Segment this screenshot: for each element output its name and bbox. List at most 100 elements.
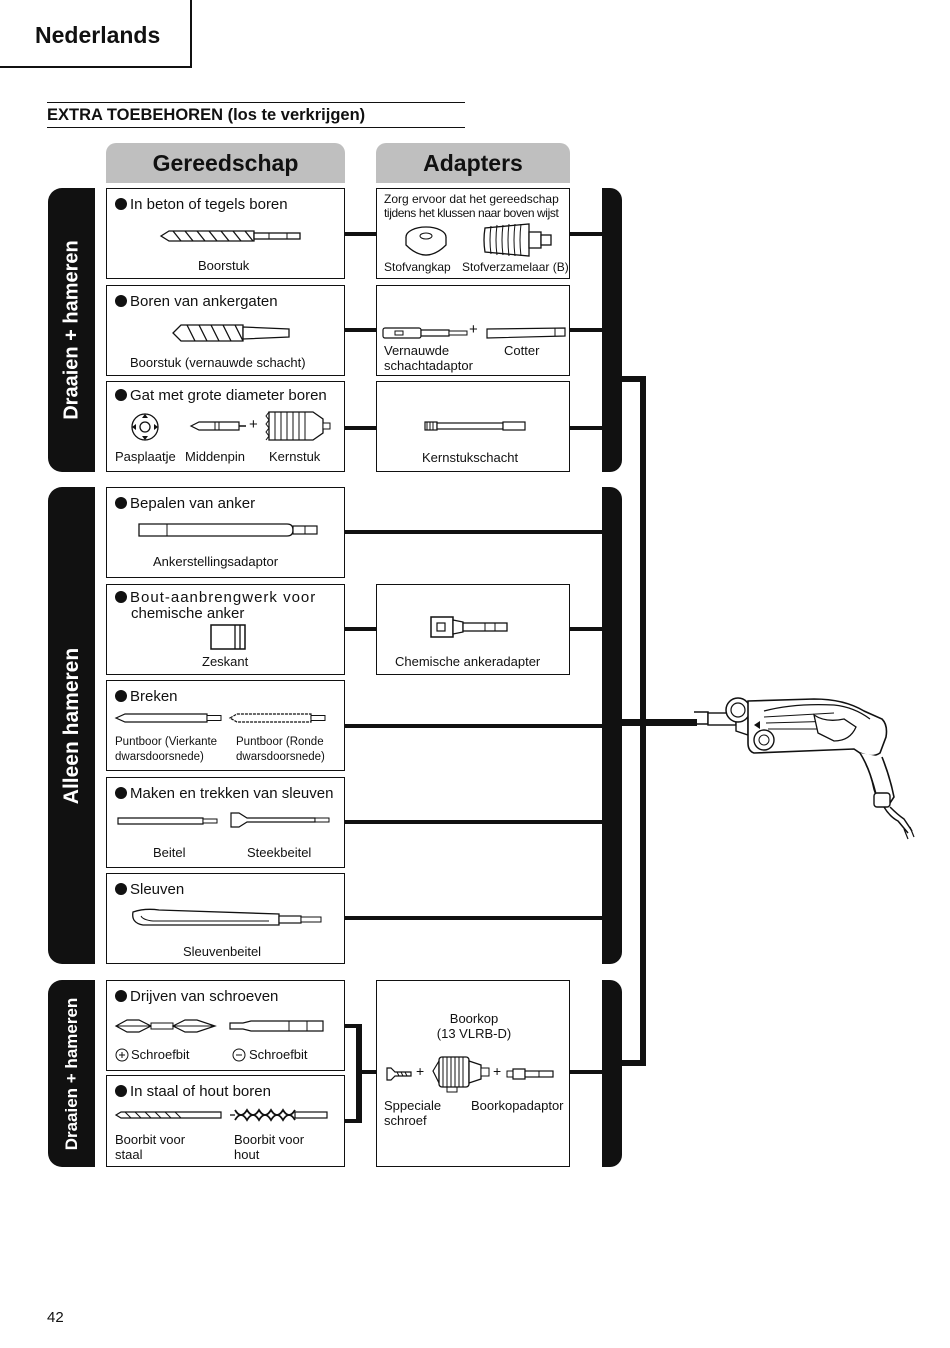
right-mode-bar-3: [602, 980, 622, 1167]
tool-box-screw-driving: Drijven van schroeven Schroefbit Schroef…: [106, 980, 345, 1071]
guide-plate-icon: [131, 413, 159, 441]
tool-box-large-diameter: Gat met grote diameter boren + Pasplaatj…: [106, 381, 345, 472]
task-label: In beton of tegels boren: [115, 196, 288, 213]
adapter-label: Sppeciale: [384, 1098, 442, 1113]
tool-box-chemical-anchor: Bout-aanbrengwerk voor chemische anker Z…: [106, 584, 345, 675]
tool-box-grooving: Maken en trekken van sleuven Beitel Stee…: [106, 777, 345, 868]
tool-label: Beitel: [153, 845, 186, 860]
tapered-drill-bit-icon: [172, 324, 290, 342]
steel-drill-bit-icon: [114, 1111, 222, 1119]
bull-point-round-icon: [228, 713, 326, 723]
adapter-box-chuck: Boorkop (13 VLRB-D) + + Sppeciale schroe…: [376, 980, 570, 1167]
tool-label: Schroefbit: [131, 1047, 190, 1062]
plus-sign: +: [493, 1063, 502, 1079]
adapter-box-core-shank: Kernstukschacht: [376, 381, 570, 472]
special-screw-icon: [386, 1067, 412, 1081]
wood-drill-bit-icon: [230, 1108, 328, 1122]
scoop-chisel-icon: [132, 908, 322, 926]
minus-circle-icon: [232, 1048, 246, 1062]
tool-box-anchor-setting: Bepalen van anker Ankerstellingsadaptor: [106, 487, 345, 578]
core-bit-icon: [265, 411, 331, 441]
adapter-label: Cotter: [504, 343, 540, 358]
right-mode-bar-1: [602, 188, 622, 472]
adapter-box-dust: Zorg ervoor dat het gereedschap tijdens …: [376, 188, 570, 279]
adapter-box-taper: + Vernauwde schachtadaptor Cotter: [376, 285, 570, 376]
tool-box-channeling: Sleuven Sleuvenbeitel: [106, 873, 345, 964]
adapter-label: Chemische ankeradapter: [395, 654, 541, 669]
task-label: Bout-aanbrengwerk voor: [115, 589, 316, 606]
adapter-label: Stofverzamelaar (B): [462, 260, 569, 274]
tool-box-steel-wood: In staal of hout boren Boorbit voor staa…: [106, 1075, 345, 1167]
language-label: Nederlands: [35, 22, 161, 48]
tool-label: Pasplaatje: [115, 449, 176, 464]
tool-box-concrete-drilling: In beton of tegels boren Boorstuk: [106, 188, 345, 279]
tool-label: Kernstuk: [269, 449, 321, 464]
drill-bit-icon: [159, 230, 301, 242]
task-label: Gat met grote diameter boren: [115, 387, 327, 404]
cotter-icon: [486, 327, 566, 339]
mode-tab-rotation-hammering: Draaien + hameren: [48, 188, 95, 472]
tool-label: Boorstuk: [198, 258, 250, 273]
tool-box-anchor-holes: Boren van ankergaten Boorstuk (vernauwde…: [106, 285, 345, 376]
page-number: 42: [47, 1309, 64, 1326]
adapter-label: Boorkopadaptor: [471, 1098, 564, 1113]
adapter-label: schachtadaptor: [384, 358, 473, 373]
hexagon-socket-icon: [210, 624, 246, 650]
tool-label: Puntboor (Vierkante: [115, 736, 218, 748]
plus-sign: +: [416, 1063, 425, 1079]
adapter-label: Stofvangkap: [384, 260, 451, 274]
adapters-column-header: Adapters: [376, 143, 570, 183]
task-label: Maken en trekken van sleuven: [115, 785, 333, 802]
tool-label: Zeskant: [202, 654, 249, 669]
tool-label: Puntboor (Ronde: [236, 736, 324, 748]
tool-label: dwarsdoorsnede): [236, 751, 325, 763]
tool-label: Boorbit voor: [115, 1132, 186, 1147]
tool-label: dwarsdoorsnede): [115, 751, 204, 763]
mode-tab-hammering-only: Alleen hameren: [48, 487, 95, 964]
task-label: Breken: [115, 688, 178, 705]
rotary-hammer-icon: [694, 697, 915, 840]
core-bit-shank-icon: [424, 421, 526, 431]
plus-sign: +: [469, 321, 478, 338]
chemical-anchor-adapter-icon: [430, 616, 508, 638]
tool-label: staal: [115, 1147, 143, 1162]
tool-label: Middenpin: [185, 449, 245, 464]
adapter-title-line2: (13 VLRB-D): [436, 1026, 512, 1041]
tool-label: Sleuvenbeitel: [183, 944, 262, 959]
adapter-box-chemical: Chemische ankeradapter: [376, 584, 570, 675]
plus-circle-icon: [115, 1048, 129, 1062]
adapter-note-line2: tijdens het klussen naar boven wijst: [384, 206, 559, 220]
chuck-adapter-icon: [506, 1068, 554, 1080]
right-mode-bar-2: [602, 487, 622, 964]
plus-sign: +: [249, 416, 258, 433]
task-label: Bepalen van anker: [115, 495, 255, 512]
adapter-label: Vernauwde: [384, 343, 450, 358]
tool-label: Boorstuk (vernauwde schacht): [130, 355, 306, 370]
mode-label: Draaien + hameren: [60, 240, 82, 420]
mode-tab-rotation-hammering-2: Draaien + hameren: [48, 980, 95, 1167]
dust-collector-icon: [483, 223, 552, 257]
tool-label: Boorbit voor: [234, 1132, 305, 1147]
adapter-title: Boorkop: [449, 1011, 499, 1026]
phillips-bit-icon: [114, 1019, 217, 1033]
cold-chisel-icon: [117, 817, 218, 825]
language-tab: Nederlands: [0, 0, 192, 68]
mode-label: Draaien + hameren: [61, 997, 81, 1150]
adapter-label: Kernstukschacht: [422, 450, 519, 465]
drill-chuck-icon: [432, 1056, 490, 1093]
mode-label: Alleen hameren: [59, 647, 83, 804]
tool-label: Steekbeitel: [247, 845, 312, 860]
slotted-bit-icon: [229, 1020, 324, 1032]
tools-column-header: Gereedschap: [106, 143, 345, 183]
dust-cup-icon: [405, 226, 447, 256]
anchor-setting-adapter-icon: [138, 523, 318, 537]
center-pin-icon: [189, 421, 246, 431]
task-label: Drijven van schroeven: [115, 988, 278, 1005]
adapter-label: schroef: [384, 1113, 427, 1128]
task-label: In staal of hout boren: [115, 1083, 271, 1100]
section-title: EXTRA TOEBEHOREN (los te verkrijgen): [47, 102, 465, 128]
cotter-chisel-icon: [230, 812, 330, 828]
tool-box-breaking: Breken Puntboor (Vierkante dwarsdoorsned…: [106, 680, 345, 771]
taper-shank-adapter-icon: [382, 327, 468, 339]
tool-label: Schroefbit: [249, 1047, 308, 1062]
